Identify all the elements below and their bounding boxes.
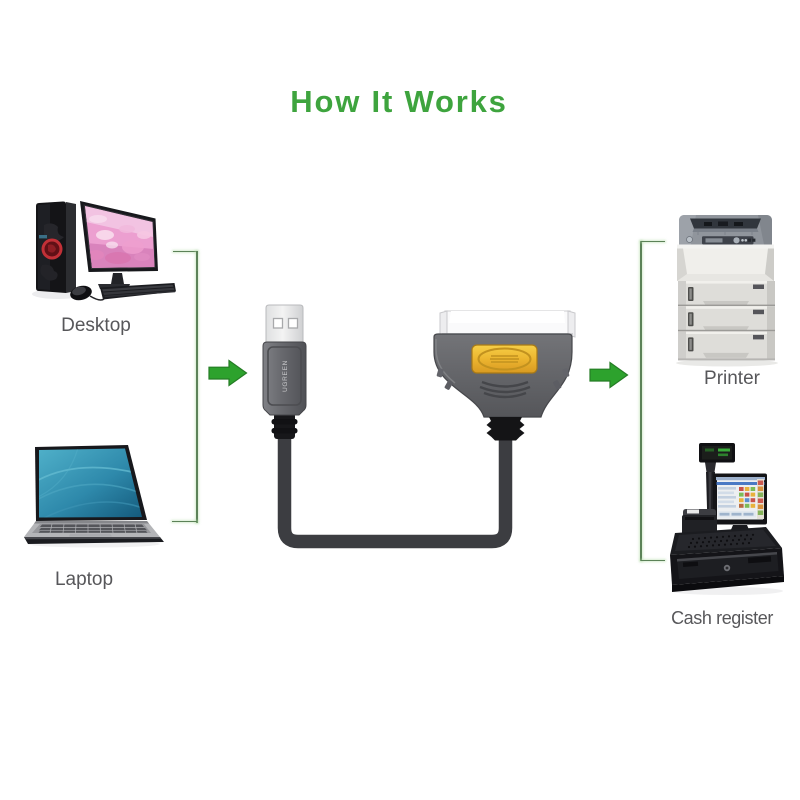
svg-text:UGREEN: UGREEN [282,360,289,392]
